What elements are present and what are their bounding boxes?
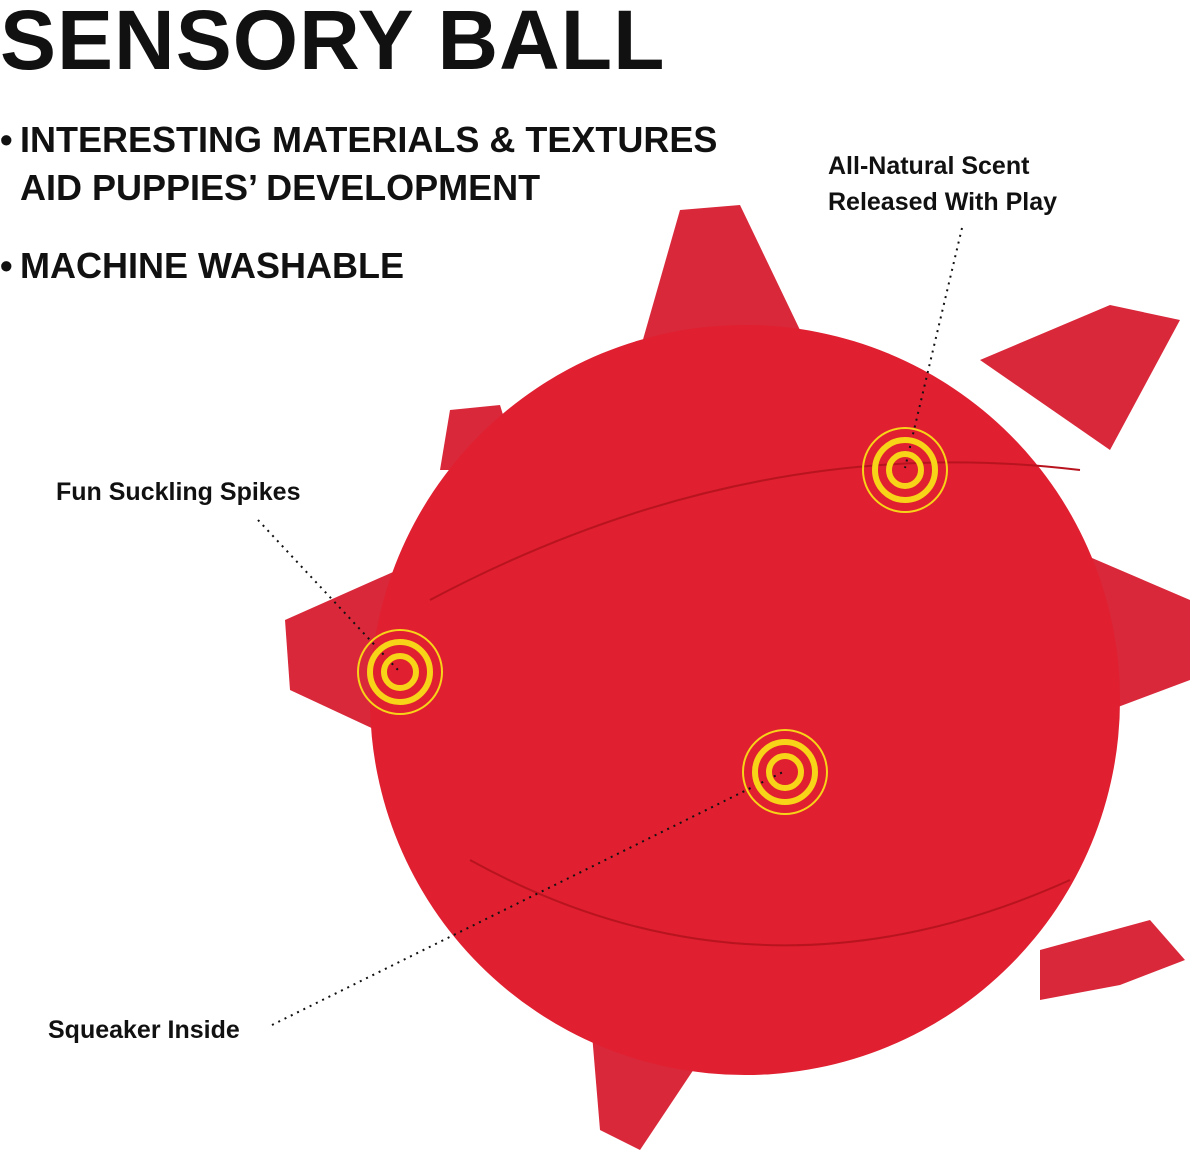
target-icon-spikes	[357, 629, 443, 715]
page-title: SENSORY BALL	[0, 0, 666, 87]
bullet-text: MACHINE WASHABLE	[20, 245, 404, 286]
callout-spikes: Fun Suckling Spikes	[56, 478, 301, 506]
bullet-text: INTERESTING MATERIALS & TEXTURES	[20, 119, 718, 160]
ball-body	[370, 325, 1120, 1075]
bullet-materials: •INTERESTING MATERIALS & TEXTURES AID PU…	[0, 119, 718, 208]
target-icon-scent	[862, 427, 948, 513]
callout-text: Released With Play	[828, 188, 1058, 216]
callout-scent: All-Natural Scent Released With Play	[828, 148, 1057, 220]
target-markers	[357, 427, 948, 815]
callout-squeaker: Squeaker Inside	[48, 1016, 240, 1044]
bullet-text: AID PUPPIES’ DEVELOPMENT	[20, 167, 541, 208]
target-icon-squeaker	[742, 729, 828, 815]
callout-text: All-Natural Scent	[828, 152, 1030, 180]
bullet-washable: •MACHINE WASHABLE	[0, 245, 404, 286]
